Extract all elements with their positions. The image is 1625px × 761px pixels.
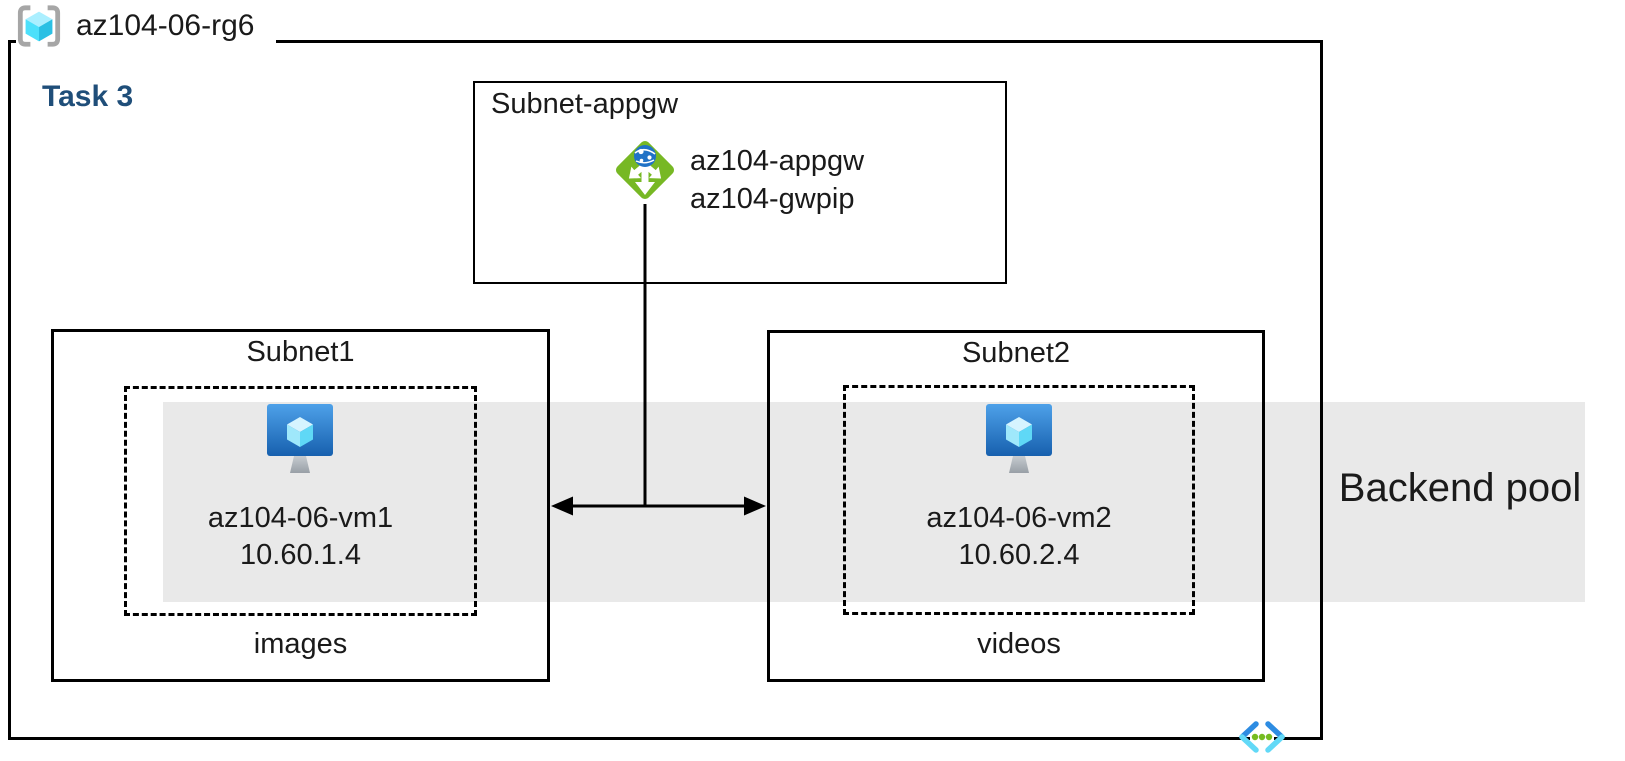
subnet1-vm-group [124, 386, 477, 616]
subnet1-label: Subnet1 [246, 336, 355, 368]
task-label: Task 3 [42, 80, 134, 113]
virtual-network-icon [1239, 721, 1285, 753]
subnet2-vm-group [843, 385, 1195, 615]
backend-pool-band [163, 402, 1585, 602]
subnet2-box [767, 330, 1265, 682]
resource-group-icon [17, 5, 61, 47]
resource-group-header: az104-06-rg6 [16, 2, 277, 50]
application-gateway-icon [615, 140, 675, 200]
virtual-machine-icon [986, 404, 1052, 473]
subnet1-caption: images [253, 628, 348, 660]
virtual-machine-icon [267, 404, 333, 473]
resource-group-box [8, 40, 1323, 740]
resource-group-name: az104-06-rg6 [76, 9, 255, 42]
appgw-public-ip: az104-gwpip [690, 183, 855, 215]
subnet2-caption: videos [977, 628, 1061, 660]
vm2-name: az104-06-vm2 [926, 502, 1112, 534]
subnet-appgw-label: Subnet-appgw [491, 88, 679, 120]
vm1-info: az104-06-vm1 10.60.1.4 [124, 500, 477, 574]
vm1-name: az104-06-vm1 [207, 502, 394, 534]
appgw-names: az104-appgw az104-gwpip [690, 142, 864, 218]
backend-pool-label: Backend pool [1338, 466, 1582, 510]
vm2-ip: 10.60.2.4 [958, 539, 1080, 571]
subnet-appgw-box [473, 81, 1007, 284]
vm1-ip: 10.60.1.4 [240, 539, 361, 571]
appgw-name: az104-appgw [690, 145, 865, 177]
subnet2-label: Subnet2 [961, 337, 1071, 369]
vm2-info: az104-06-vm2 10.60.2.4 [843, 500, 1195, 574]
subnet1-box [51, 329, 550, 682]
